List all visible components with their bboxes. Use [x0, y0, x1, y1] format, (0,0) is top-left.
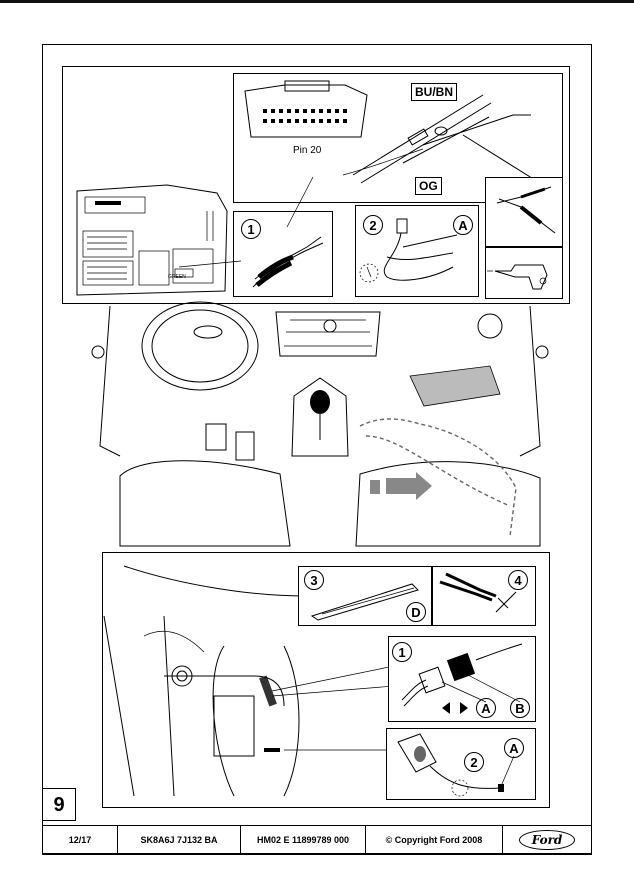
connector-illustration: [244, 80, 368, 138]
step-number: 9: [42, 788, 76, 821]
callout-a-connector: A: [476, 698, 496, 718]
ford-logo-icon: Ford: [519, 830, 575, 850]
callout-d: D: [406, 602, 426, 622]
footer-copyright: © Copyright Ford 2008: [366, 826, 503, 854]
footer-logo: Ford: [503, 826, 591, 854]
fuse-box-illustration: [76, 184, 228, 296]
wire-label-bu-bn: BU/BN: [411, 83, 457, 101]
kit-harness-drawing: [359, 218, 458, 283]
pliers-icon: [252, 236, 324, 288]
top-rule: [0, 0, 634, 3]
tool-cutter-detail: [485, 177, 563, 247]
callout-2-bottom: 2: [464, 752, 484, 772]
drill-icon: [487, 264, 548, 290]
connector-icon: [401, 643, 523, 707]
callout-2-top: 2: [363, 215, 383, 235]
callout-a-switch: A: [504, 738, 524, 758]
switch-harness-drawing: [397, 733, 515, 797]
leader-lines-top: [178, 176, 314, 268]
callout-a-top: A: [453, 215, 473, 235]
mating-arrows-icon: [442, 702, 468, 714]
callout-3: 3: [304, 570, 324, 590]
cable-tie-icon: [310, 583, 419, 621]
callout-b-connector: B: [510, 698, 530, 718]
cutter-icon: [496, 186, 556, 234]
pliers-icon: [439, 572, 517, 613]
callout-4: 4: [508, 570, 528, 590]
center-console-illustration: [103, 565, 395, 797]
callout-1-bottom: 1: [392, 642, 412, 662]
module-green-label: GREEN: [168, 274, 186, 280]
footer-doc-code: SK8A6J 7J132 BA: [118, 826, 241, 854]
doc-code: SK8A6J 7J132 BA: [140, 835, 218, 845]
copyright: © Copyright Ford 2008: [385, 835, 483, 845]
arrow-icon: [370, 472, 432, 500]
pin-20-label: Pin 20: [293, 145, 322, 156]
wire-label-og: OG: [415, 177, 442, 195]
car-interior-illustration: [91, 301, 549, 547]
instruction-frame: [42, 44, 592, 854]
wire-harness-drawing: [342, 94, 544, 186]
footer-part-number: HM02 E 11899789 000: [241, 826, 366, 854]
footer-page: 12/17: [43, 826, 118, 854]
footer-bar: 12/17 SK8A6J 7J132 BA HM02 E 11899789 00…: [42, 825, 592, 855]
part-number: HM02 E 11899789 000: [256, 835, 350, 845]
tool-drill-detail: [485, 247, 563, 299]
page-count: 12/17: [68, 835, 92, 845]
callout-1-top: 1: [241, 219, 261, 239]
top-detail-panel: GREEN Pin 20 BU/BN OG 1: [62, 66, 570, 304]
